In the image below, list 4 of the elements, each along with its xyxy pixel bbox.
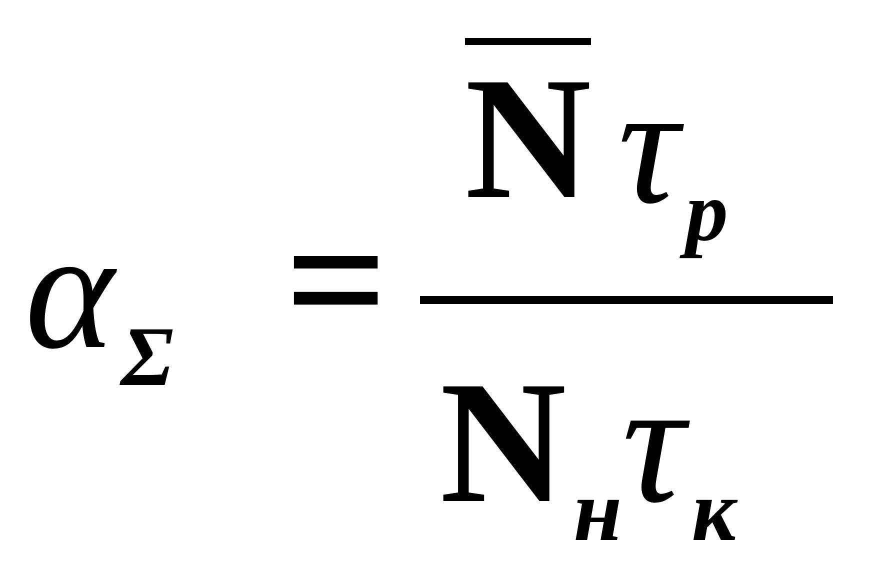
math-variable: α$_{Σ}$ xyxy=(25,205,174,400)
overlined-variable: N xyxy=(465,38,592,226)
equals-sign: = xyxy=(285,190,388,370)
denominator-expression: N$_{н}$τ$_{к}$ xyxy=(440,355,736,555)
